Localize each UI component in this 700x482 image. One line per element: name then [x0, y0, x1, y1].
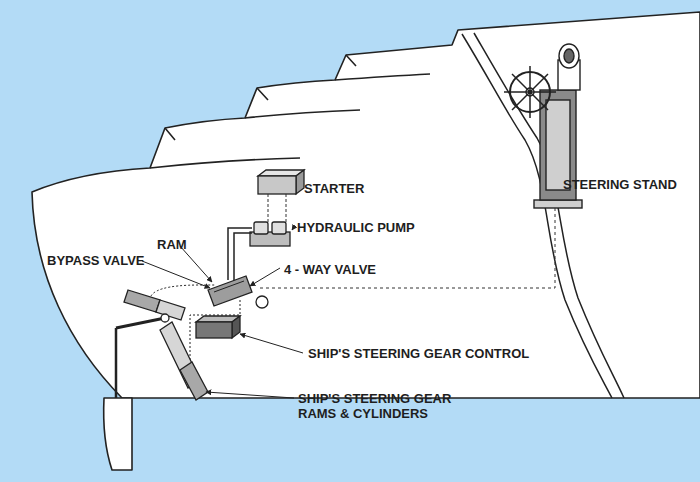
rudder: [104, 398, 132, 470]
part-label: RAM: [157, 237, 187, 252]
part-label: HYDRAULIC PUMP: [297, 220, 415, 235]
part-label: STEERING STAND: [563, 177, 677, 192]
part-label: BYPASS VALVE: [47, 253, 145, 268]
hydraulic-pipe: [150, 228, 252, 370]
part-label: STARTER: [304, 181, 364, 196]
leader-line: [142, 227, 303, 398]
hydraulic-pump: [250, 222, 290, 246]
deck-line: [165, 55, 356, 140]
control-box: [196, 316, 240, 338]
cutaway-edge: [462, 34, 612, 398]
part-label: SHIP'S STEERING GEAR CONTROL: [308, 346, 529, 361]
part-label: 4 - WAY VALVE: [284, 262, 376, 277]
part-label: SHIP'S STEERING GEAR RAMS & CYLINDERS: [298, 391, 488, 421]
starter-box: [258, 170, 304, 194]
starter-wire: [268, 194, 286, 222]
ship-hull: [32, 12, 700, 398]
gear-rams: [116, 290, 208, 400]
cutaway-edge: [474, 33, 624, 398]
deck-line: [150, 74, 430, 168]
signal-line: [258, 208, 555, 288]
